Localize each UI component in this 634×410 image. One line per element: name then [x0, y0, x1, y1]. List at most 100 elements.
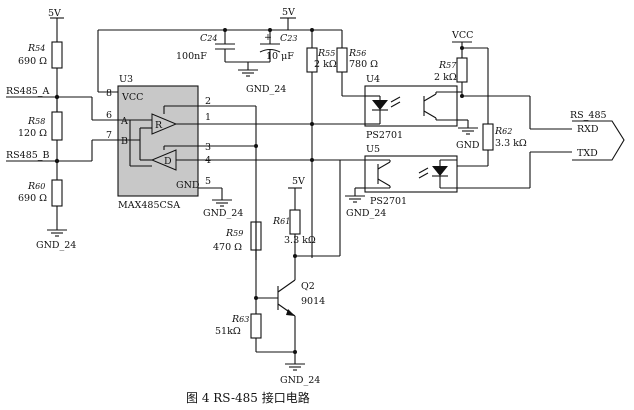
u4-optocoupler: U4 PS2701 GND	[364, 74, 480, 151]
light-ray	[390, 96, 401, 103]
u3-pin5: 5	[205, 176, 211, 187]
u3-pin8: 8	[106, 88, 112, 99]
u3-b-label: B	[121, 136, 128, 147]
q2-ref: Q2	[301, 281, 315, 292]
u3-max485: U3 MAX485CSA VCC A B GND 8 6 7 R D 2 1 3…	[106, 74, 243, 219]
light-ray	[418, 167, 429, 174]
signal-wiring	[198, 105, 365, 260]
phototransistor-emitter	[423, 110, 437, 119]
r58-ref: R58	[27, 116, 45, 127]
r59-ref: R62	[494, 126, 512, 137]
u3-pin2: 2	[205, 96, 211, 107]
resistor-r60	[51, 179, 63, 207]
u5-part: PS2701	[370, 196, 407, 207]
r63-value: 51kΩ	[215, 326, 241, 337]
c24-value: 100nF	[176, 51, 207, 62]
driver-label: D	[164, 156, 172, 167]
led-triangle	[432, 166, 448, 176]
resistor-r57	[456, 57, 468, 83]
u3-body	[117, 85, 199, 197]
phototransistor-emitter	[377, 178, 391, 187]
power-label-5v-top: 5V	[282, 7, 295, 18]
light-ray	[418, 172, 429, 179]
port-rxd: RXD	[577, 124, 599, 135]
emitter-arrow	[286, 309, 295, 316]
light-ray	[390, 101, 401, 108]
port-txd: TXD	[577, 148, 598, 159]
u3-gnd-label: GND	[176, 180, 200, 191]
r61-value: 3.3 kΩ	[284, 235, 316, 246]
r56-ref: R56	[348, 48, 366, 59]
u4-body	[364, 85, 458, 127]
u5-ref: U5	[366, 144, 380, 155]
q2-part: 9014	[301, 296, 325, 307]
r61-ref: R61	[272, 216, 290, 227]
u3-a-label: A	[120, 116, 128, 127]
u3-pin3: 3	[205, 142, 211, 153]
u3-pin6: 6	[106, 110, 112, 121]
u3-pin1: 1	[205, 112, 211, 123]
c24-ref: C24	[200, 33, 217, 44]
u5-body	[364, 155, 458, 193]
c23-plus: +	[264, 32, 272, 43]
r60-value: 690 Ω	[18, 193, 47, 204]
phototransistor-collector	[377, 161, 391, 170]
r62-ref: R59	[225, 228, 243, 239]
left-bias-network: 5V R54 690 Ω RS485_A R58 120 Ω RS485_B R…	[6, 8, 118, 251]
power-label-gnd-u4: GND	[456, 140, 480, 151]
r58-value: 120 Ω	[18, 128, 47, 139]
capacitor-c23-plate	[259, 48, 281, 53]
junction	[254, 144, 258, 148]
u3-pin7: 7	[106, 130, 112, 141]
port-rs485-a: RS485_A	[6, 86, 50, 97]
phototransistor-collector	[423, 93, 437, 102]
resistor-r59	[482, 123, 494, 151]
u4-ref: U4	[366, 74, 380, 85]
u5-optocoupler: U5 PS2701 GND_24	[345, 144, 572, 219]
r55-ref: R55	[317, 48, 335, 59]
resistor-r56	[336, 47, 348, 73]
r56-value: 780 Ω	[349, 59, 378, 70]
r57-value: 2 kΩ	[434, 72, 457, 83]
port-rs485-b: RS485_B	[6, 150, 50, 161]
receiver-label: R	[155, 120, 163, 131]
receiver-triangle	[151, 113, 178, 135]
transistor-collector	[277, 279, 296, 293]
u3-part: MAX485CSA	[118, 200, 180, 211]
q2-transistor-stage: 5V R61 3.3 kΩ R59 470 Ω Q2 9014 R63 51kΩ	[213, 176, 340, 386]
u3-ref: U3	[119, 74, 133, 85]
r57-ref: R57	[438, 60, 457, 71]
r62-value: 470 Ω	[213, 242, 242, 253]
resistor-r58	[51, 111, 63, 141]
power-label-gnd-left: GND_24	[36, 240, 76, 251]
port-rs485-out: RS_485	[570, 110, 607, 121]
power-label-vcc: VCC	[451, 30, 473, 41]
r60-ref: R60	[27, 181, 45, 192]
right-pullups: VCC R57 2 kΩ R62 3.3 kΩ	[434, 30, 572, 167]
resistor-r63	[250, 313, 262, 339]
c23-ref: C23	[280, 33, 297, 44]
power-label-gnd-u3: GND_24	[203, 208, 243, 219]
figure-caption: 图 4 RS-485 接口电路	[186, 390, 310, 405]
supply-decoupling: 5V C24 100nF + C23 10 μF GND_24 R55	[97, 7, 378, 258]
resistor-r54	[51, 41, 63, 69]
r63-ref: R63	[231, 314, 249, 325]
power-label-5v-mid: 5V	[292, 176, 305, 187]
junction	[460, 46, 464, 50]
u3-vcc-label: VCC	[121, 92, 143, 103]
u4-part: PS2701	[366, 130, 403, 141]
rs485-connector: RS_485 RXD TXD	[570, 110, 625, 161]
power-label-5v-left: 5V	[48, 8, 61, 19]
connector-outline	[572, 120, 625, 161]
led-triangle	[372, 100, 388, 110]
r59-value: 3.3 kΩ	[495, 138, 527, 149]
c23-value: 10 μF	[266, 51, 294, 62]
power-label-gnd-q2: GND_24	[280, 375, 320, 386]
r54-value: 690 Ω	[18, 56, 47, 67]
power-label-gnd-top: GND_24	[246, 84, 286, 95]
power-label-gnd-u5: GND_24	[346, 208, 386, 219]
r54-ref: R54	[27, 43, 45, 54]
r55-value: 2 kΩ	[314, 59, 337, 70]
